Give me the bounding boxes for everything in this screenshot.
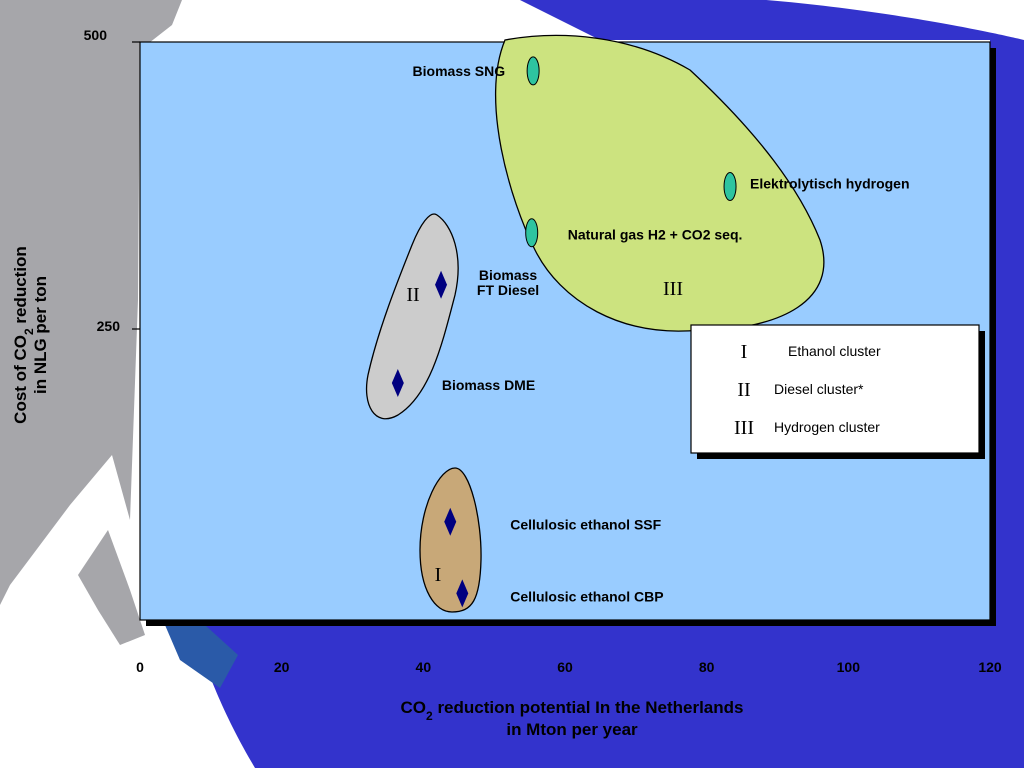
point-label: Biomass DME bbox=[442, 377, 535, 393]
y-tick-label: 250 bbox=[97, 318, 121, 334]
x-tick-label: 80 bbox=[699, 659, 715, 675]
cluster-label-III: III bbox=[663, 278, 683, 300]
point-label: Cellulosic ethanol CBP bbox=[510, 588, 663, 604]
point-label: Natural gas H2 + CO2 seq. bbox=[568, 227, 743, 243]
legend: I Ethanol cluster II Diesel cluster* III… bbox=[690, 324, 985, 459]
y-axis-title-line2: in NLG per ton bbox=[31, 276, 50, 394]
point-marker-diamond bbox=[391, 369, 404, 398]
point-marker-ellipse bbox=[723, 172, 737, 201]
decor-gray-shape bbox=[0, 0, 182, 605]
legend-text: Diesel cluster* bbox=[774, 381, 864, 397]
cluster-label-II: II bbox=[406, 284, 419, 306]
point-marker-diamond bbox=[456, 579, 469, 608]
legend-text: Ethanol cluster bbox=[788, 343, 881, 359]
decor-gray-shape-2 bbox=[78, 530, 145, 645]
legend-box bbox=[690, 324, 980, 454]
point-label: Biomass SNG bbox=[413, 63, 506, 79]
cluster-II-region bbox=[365, 213, 459, 420]
legend-text: Hydrogen cluster bbox=[774, 419, 880, 435]
point-marker-ellipse bbox=[525, 218, 539, 248]
point-marker-diamond bbox=[435, 270, 448, 299]
x-tick-label: 20 bbox=[274, 659, 290, 675]
x-tick-label: 40 bbox=[416, 659, 432, 675]
cluster-label-I: I bbox=[435, 564, 442, 586]
point-label: Biomass bbox=[479, 267, 538, 283]
x-tick-label: 0 bbox=[136, 659, 144, 675]
legend-symbol: I bbox=[741, 341, 748, 363]
x-tick-label: 100 bbox=[837, 659, 861, 675]
cluster-I-region bbox=[419, 467, 482, 613]
point-label: FT Diesel bbox=[477, 282, 539, 298]
data-points: Biomass SNG Elektrolytisch hydrogenNatura… bbox=[391, 56, 910, 608]
legend-symbol: II bbox=[737, 379, 750, 401]
decor-blue-shard bbox=[165, 625, 238, 688]
point-label: Elektrolytisch hydrogen bbox=[750, 176, 909, 192]
x-axis: 0 20 40 60 80 100 120 bbox=[136, 659, 1002, 675]
x-axis-title-line2: in Mton per year bbox=[506, 720, 638, 739]
point-marker-ellipse bbox=[526, 56, 540, 86]
cluster-III-region bbox=[494, 34, 825, 332]
point-marker-diamond bbox=[444, 507, 457, 536]
point-label: Cellulosic ethanol SSF bbox=[510, 517, 661, 533]
y-tick-label: 500 bbox=[84, 27, 108, 43]
legend-symbol: III bbox=[734, 417, 754, 439]
x-tick-label: 60 bbox=[557, 659, 573, 675]
x-tick-label: 120 bbox=[978, 659, 1002, 675]
y-axis: 500 250 bbox=[84, 27, 140, 334]
